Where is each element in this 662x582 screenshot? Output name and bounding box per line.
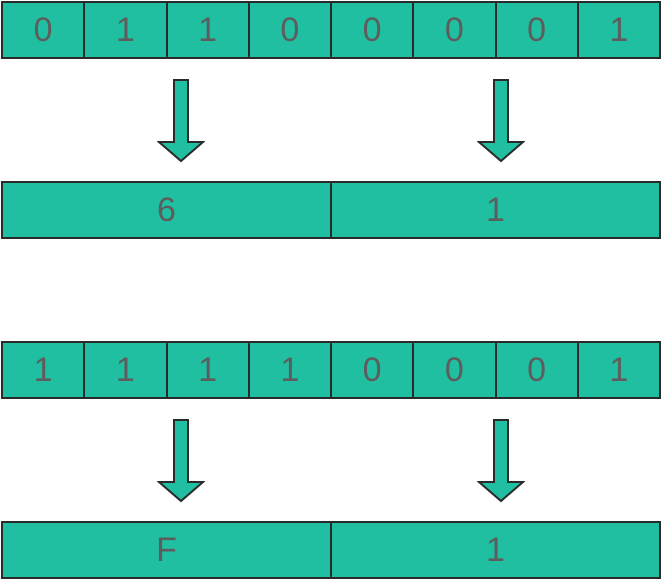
bit-row-2: 1 1 1 1 0 0 0 1: [1, 341, 661, 399]
arrow-down-icon: [477, 419, 525, 503]
bit-cell: 0: [494, 343, 577, 397]
bit-cell: 0: [247, 3, 330, 57]
bit-cell: 0: [33, 10, 53, 49]
bit-cell: 1: [576, 343, 659, 397]
bit-cell: 0: [330, 343, 412, 397]
bit-cell: 0: [494, 3, 577, 57]
bit-cell: 0: [412, 343, 494, 397]
bit-cell: 1: [165, 343, 248, 397]
hex-digit-cell: 1: [330, 183, 659, 237]
hex-row-2: F 1: [1, 521, 661, 579]
bit-row-1: 0 1 1 0 0 0 0 1: [1, 1, 661, 59]
bit-cell: 1: [83, 3, 165, 57]
bit-cell: 0: [412, 3, 494, 57]
bit-cell: 1: [33, 350, 53, 389]
hex-digit-cell: F: [156, 530, 177, 569]
hex-digit-cell: 6: [157, 190, 176, 229]
arrow-down-icon: [477, 79, 525, 163]
bit-cell: 1: [576, 3, 659, 57]
bit-cell: 1: [83, 343, 165, 397]
hex-row-1: 6 1: [1, 181, 661, 239]
arrow-down-icon: [157, 79, 205, 163]
bit-cell: 1: [247, 343, 330, 397]
bit-cell: 1: [165, 3, 248, 57]
bit-cell: 0: [330, 3, 412, 57]
hex-digit-cell: 1: [330, 523, 659, 577]
arrow-down-icon: [157, 419, 205, 503]
